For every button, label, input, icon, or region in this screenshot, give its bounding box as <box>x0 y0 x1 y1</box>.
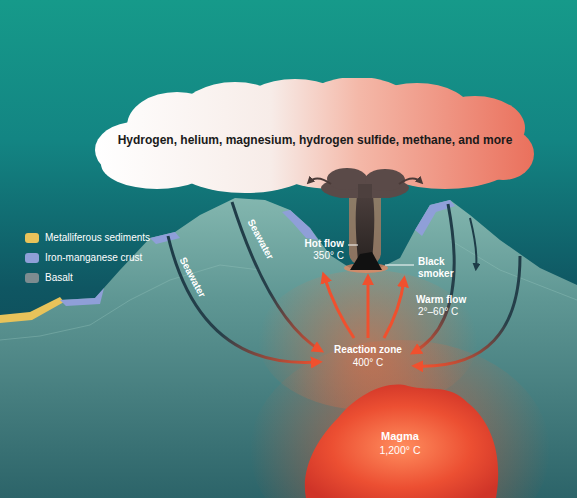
legend-swatch <box>25 233 39 243</box>
legend-text: Iron-manganese crust <box>45 252 142 264</box>
zone-label: Reaction zone <box>334 344 402 356</box>
node-heading: Hydrogen, helium, magnesium, hydrogen su… <box>118 133 513 147</box>
temperature-label: 400° C <box>353 357 384 369</box>
temperature-label: 2°–60° C <box>418 306 458 318</box>
temperature-label: 350° C <box>313 250 344 262</box>
flow-label: Warm flow <box>416 294 466 306</box>
flow-label: Hot flow <box>305 238 344 250</box>
node-heading: Magma <box>381 430 419 443</box>
node-body: 1,200° C <box>380 444 421 457</box>
part-label: Black smoker <box>418 256 466 280</box>
legend-swatch <box>25 253 39 263</box>
legend-text: Metalliferous sediments <box>45 232 150 244</box>
legend-text: Basalt <box>45 272 73 284</box>
legend-swatch <box>25 273 39 283</box>
magma-chamber: Magma1,200° C <box>298 378 502 498</box>
plume-cloud: Hydrogen, helium, magnesium, hydrogen su… <box>95 78 535 198</box>
